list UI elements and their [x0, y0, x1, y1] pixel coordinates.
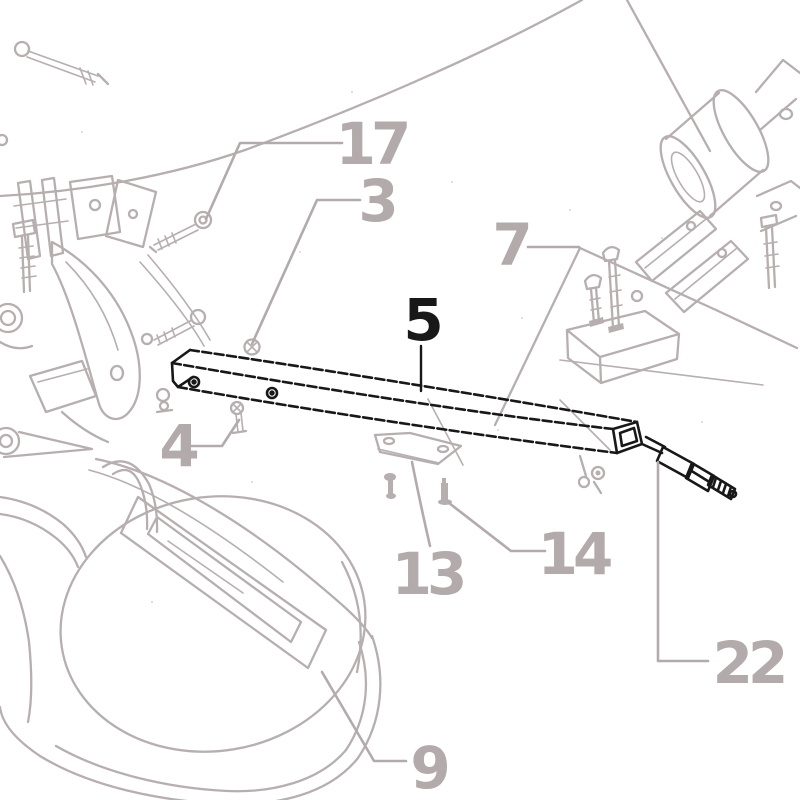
- bar-part-5: [170, 348, 644, 455]
- callout-14: 14: [537, 520, 614, 588]
- callout-17: 17: [335, 110, 412, 178]
- left-linkage-cluster: [0, 174, 211, 444]
- shaft-part-22: [640, 435, 738, 501]
- bolt-17: [148, 210, 213, 254]
- callout-13: 13: [391, 540, 468, 608]
- lower-diagonal-bolt: [140, 308, 207, 346]
- bracket-plate-13: [373, 431, 463, 499]
- callout-7: 7: [492, 211, 532, 279]
- nut-washer-stack: [155, 387, 174, 414]
- callout-5: 5: [403, 286, 443, 354]
- mount-plate-bolts-7: [565, 245, 681, 385]
- deck-top-arc: [0, 0, 584, 198]
- callout-22: 22: [712, 629, 789, 697]
- callout-3: 3: [358, 167, 398, 235]
- small-fasteners: [577, 454, 606, 495]
- deck-housing: [0, 426, 382, 800]
- scan-noise: [81, 91, 703, 603]
- hitch-channels: [630, 209, 780, 314]
- callout-9: 9: [410, 734, 450, 800]
- pin-14: [438, 478, 452, 505]
- rear-plate-outline: [427, 246, 799, 466]
- top-left-bolt: [13, 40, 110, 86]
- leader-lines: [189, 141, 710, 763]
- gauge-wheel-assembly: [625, 0, 800, 233]
- screw-3: [243, 338, 261, 356]
- callout-4: 4: [159, 412, 199, 480]
